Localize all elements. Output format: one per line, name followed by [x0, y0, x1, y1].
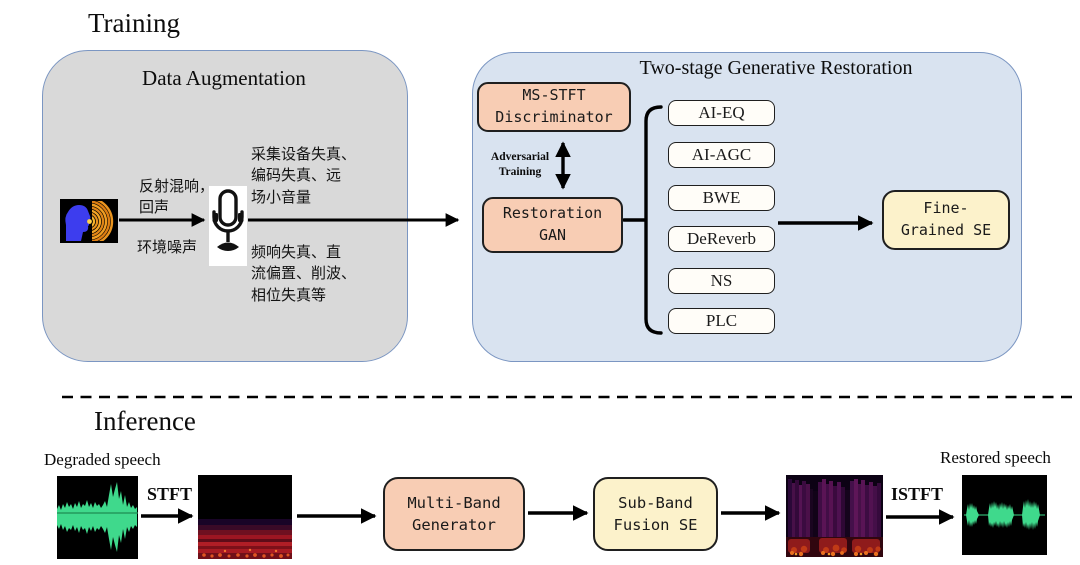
task-box-dereverb: DeReverb: [668, 226, 775, 252]
restoration-gan-box: Restoration GAN: [482, 197, 623, 253]
reverb-echo-label: 反射混响， 回声: [139, 178, 215, 217]
adversarial-training-label: Adversarial Training: [490, 151, 550, 178]
ambient-noise-label: 环境噪声: [137, 239, 198, 256]
stft-label: STFT: [147, 484, 193, 504]
capture-distortion-label: 采集设备失真、 编码失真、远 场小音量: [251, 146, 357, 206]
degraded-speech-label: Degraded speech: [44, 450, 161, 469]
speaker-icon: [60, 199, 118, 243]
response-distortion-label: 频响失真、直 流偏置、削波、 相位失真等: [251, 244, 357, 304]
task-box-ai-agc: AI-AGC: [668, 142, 775, 168]
ms-stft-discriminator-box: MS-STFT Discriminator: [477, 82, 631, 132]
task-box-ns: NS: [668, 268, 775, 294]
training-section-title: Training: [88, 8, 181, 38]
subband-fusion-box: Sub-Band Fusion SE: [593, 477, 718, 551]
restored-speech-label: Restored speech: [940, 448, 1051, 467]
fine-grained-se-box: Fine- Grained SE: [882, 190, 1010, 250]
input-spectrogram-image: [198, 475, 292, 559]
multiband-generator-box: Multi-Band Generator: [383, 477, 525, 551]
task-box-plc: PLC: [668, 308, 775, 334]
inference-section-title: Inference: [94, 406, 196, 436]
degraded-waveform-image: [57, 476, 138, 559]
microphone-icon: [209, 186, 247, 266]
output-spectrogram-image: [786, 475, 883, 557]
task-box-ai-eq: AI-EQ: [668, 100, 775, 126]
bracket-gan-to-tasks: [622, 105, 663, 335]
restored-waveform-image: [962, 475, 1047, 555]
task-box-bwe: BWE: [668, 185, 775, 211]
data-augmentation-title: Data Augmentation: [142, 66, 306, 90]
two-stage-title: Two-stage Generative Restoration: [639, 57, 913, 79]
istft-label: ISTFT: [891, 484, 944, 504]
